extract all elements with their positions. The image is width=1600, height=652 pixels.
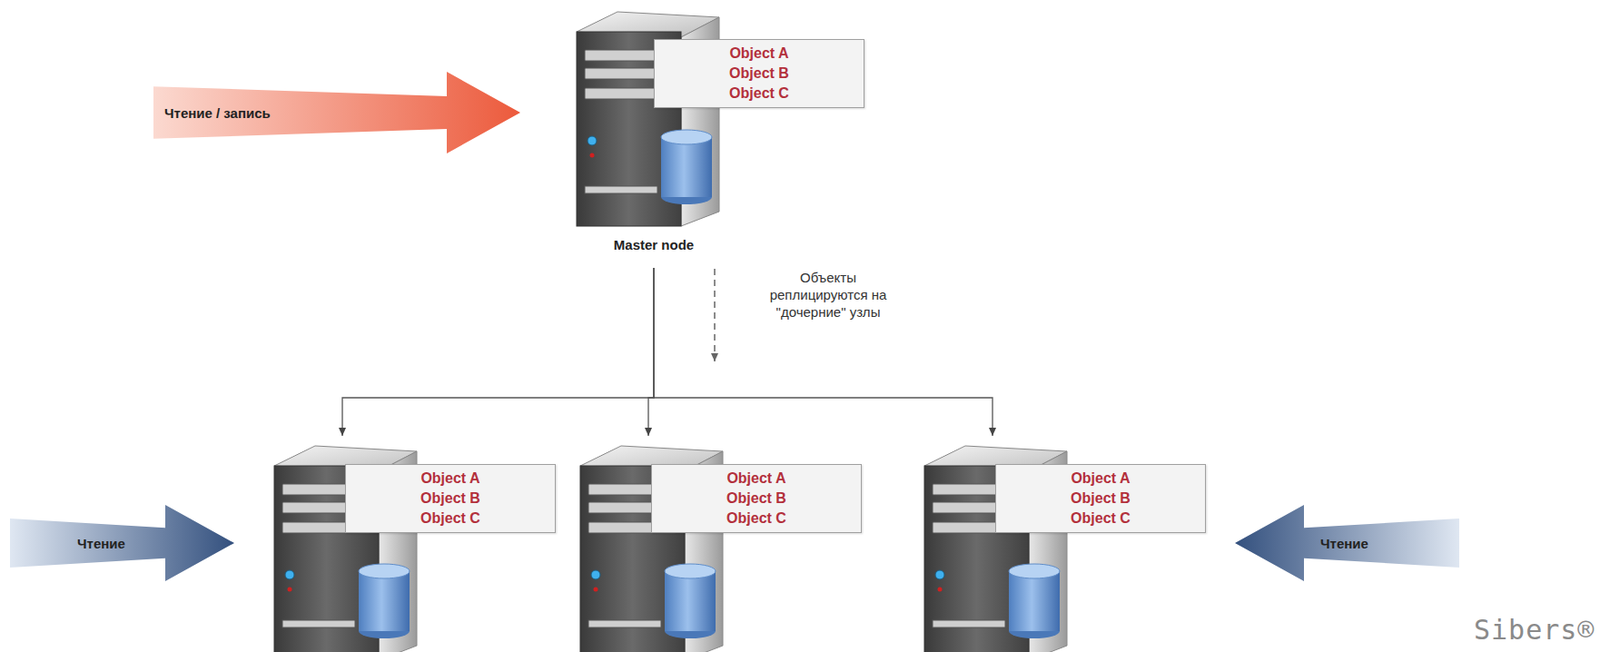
object-list-box: Object AObject BObject C — [995, 464, 1206, 534]
database-body — [664, 571, 716, 632]
direction-arrow: Чтение — [9, 504, 235, 582]
arrow-body — [1234, 504, 1460, 582]
power-led — [587, 136, 597, 146]
object-name: Object B — [353, 488, 548, 509]
object-name: Object C — [661, 83, 857, 104]
database-top — [1008, 563, 1060, 579]
server-node: Object AObject BObject C — [566, 438, 871, 652]
object-list-box: Object AObject BObject C — [345, 464, 556, 534]
tower-slot — [588, 620, 662, 628]
object-name: Object A — [353, 468, 548, 489]
replication-connector — [648, 267, 654, 436]
watermark-logo: Sibers® — [1473, 613, 1595, 646]
arrow-label: Чтение / запись — [164, 105, 271, 121]
replication-note: Объекты реплицируются на "дочерние" узлы — [764, 268, 892, 321]
object-name: Object C — [659, 508, 854, 529]
object-name: Object B — [1003, 488, 1198, 509]
status-led — [938, 587, 943, 593]
object-list-box: Object AObject BObject C — [653, 39, 865, 109]
database-body-front — [661, 137, 712, 198]
direction-arrow: Чтение — [1234, 504, 1460, 582]
database-body — [358, 571, 410, 632]
arrow-label: Чтение — [1320, 535, 1369, 552]
server-node: Object AObject BObject C Master node — [562, 4, 868, 268]
object-name: Object C — [1003, 508, 1198, 529]
tower-slot — [584, 186, 658, 194]
replication-arrow — [713, 268, 716, 362]
object-name: Object B — [659, 488, 854, 509]
database-body — [1008, 571, 1060, 632]
status-led — [593, 587, 599, 593]
object-name: Object B — [661, 63, 857, 84]
power-led — [285, 570, 295, 580]
database-top — [661, 129, 712, 145]
tower-slot — [282, 620, 356, 628]
arrow-body — [153, 71, 521, 154]
database-top — [358, 563, 410, 579]
server-tower — [562, 4, 736, 228]
database-top — [664, 563, 716, 579]
status-led — [590, 153, 595, 159]
replication-connector — [653, 267, 993, 436]
database-body-front — [1008, 571, 1060, 632]
object-list-box: Object AObject BObject C — [651, 464, 862, 534]
database-body-front — [358, 571, 410, 632]
object-name: Object A — [1003, 468, 1198, 489]
power-led — [935, 570, 945, 580]
power-led — [591, 570, 601, 580]
arrow-body — [9, 504, 235, 582]
object-name: Object C — [353, 508, 548, 529]
replication-connector — [342, 267, 654, 436]
server-node: Object AObject BObject C — [260, 438, 565, 652]
database-body — [661, 137, 712, 198]
object-name: Object A — [661, 43, 857, 64]
server-node: Object AObject BObject C — [910, 438, 1215, 652]
direction-arrow: Чтение / запись — [153, 71, 521, 154]
database-body-front — [664, 571, 716, 632]
tower-slot — [932, 620, 1006, 628]
arrow-label: Чтение — [77, 535, 126, 552]
status-led — [287, 587, 293, 593]
object-name: Object A — [659, 468, 854, 489]
node-name: Master node — [562, 237, 745, 253]
